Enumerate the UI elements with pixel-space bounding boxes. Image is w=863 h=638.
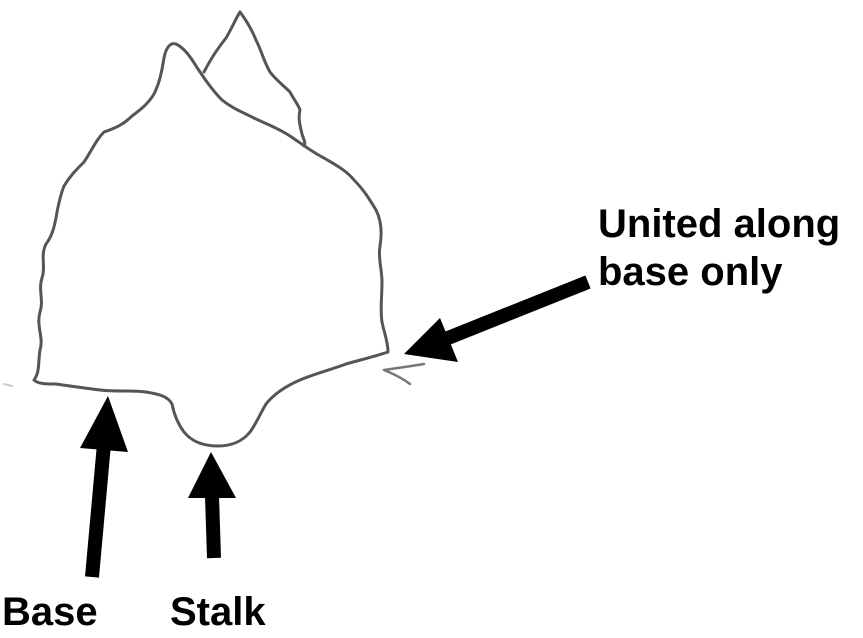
arrow-base bbox=[80, 396, 128, 578]
label-united-along-base-only: United along base only bbox=[598, 200, 840, 296]
arrow-stalk bbox=[188, 452, 236, 559]
label-base: Base bbox=[2, 590, 98, 634]
label-united-line-1: United along bbox=[598, 202, 841, 246]
arrow-united bbox=[404, 275, 591, 362]
leaf-outline bbox=[32, 42, 390, 448]
label-stalk: Stalk bbox=[170, 590, 266, 634]
label-united-line-2: base only bbox=[598, 250, 783, 294]
attachment-notch bbox=[382, 362, 426, 386]
leaf-lobe-outline bbox=[202, 10, 307, 148]
stray-mark bbox=[3, 383, 13, 387]
